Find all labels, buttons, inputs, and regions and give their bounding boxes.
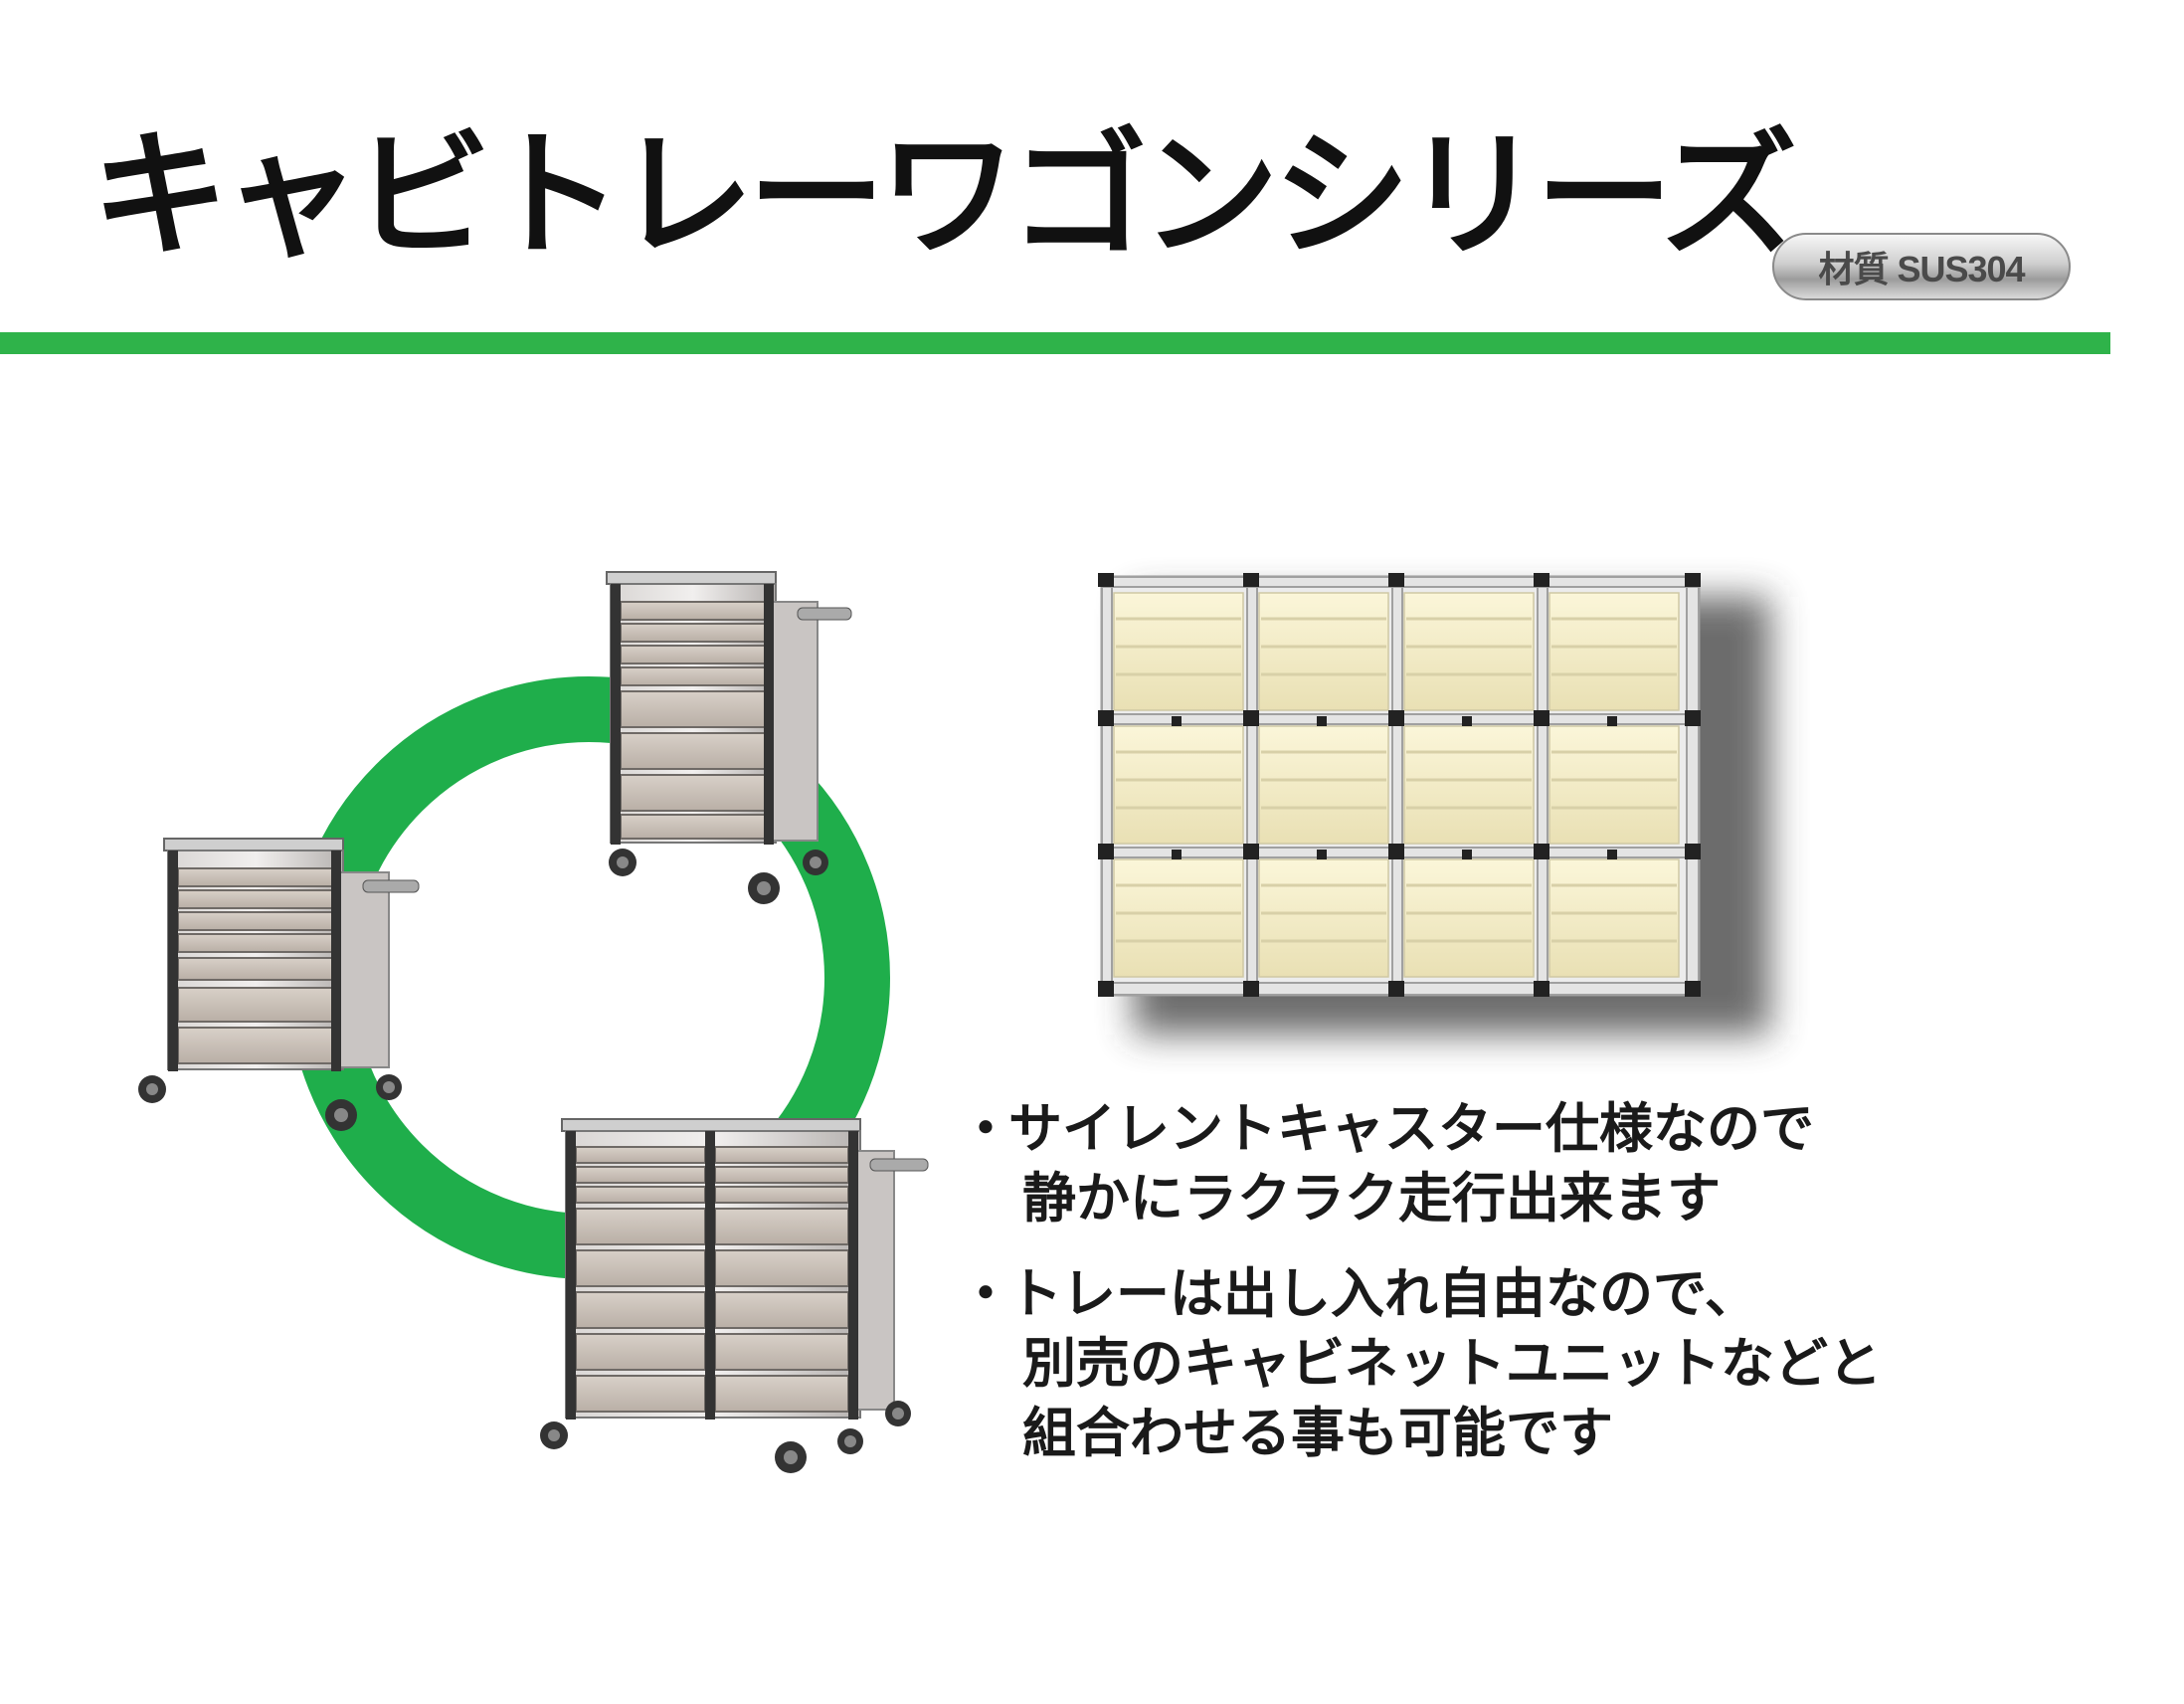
cart-small-image bbox=[138, 838, 420, 1131]
feature-line: 別売のキャビネットユニットなどと bbox=[1022, 1332, 1882, 1395]
feature-list: ・ サイレントキャスター仕様なので 静かにラクラク走行出来ます ・ トレーは出し… bbox=[959, 1094, 1882, 1494]
page-title: キャビトレーワゴンシリーズ bbox=[91, 115, 1797, 276]
feature-item: ・ サイレントキャスター仕様なので 静かにラクラク走行出来ます bbox=[959, 1094, 1882, 1233]
feature-line: トレーは出し入れ自由なので、 bbox=[1008, 1262, 1758, 1325]
cart-medium-image bbox=[606, 571, 852, 904]
feature-line: 静かにラクラク走行出来ます bbox=[1022, 1167, 1721, 1230]
bullet-marker: ・ bbox=[959, 1097, 1012, 1160]
material-badge: 材質 SUS304 bbox=[1772, 233, 2071, 300]
cart-large-image bbox=[540, 1118, 929, 1473]
cabinet-unit-image bbox=[1098, 573, 1770, 1035]
feature-item: ・ トレーは出し入れ自由なので、 別売のキャビネットユニットなどと 組合わせる事… bbox=[959, 1259, 1882, 1468]
green-divider bbox=[0, 332, 2110, 354]
bullet-marker: ・ bbox=[959, 1262, 1012, 1325]
feature-line: サイレントキャスター仕様なので bbox=[1008, 1097, 1814, 1160]
feature-line: 組合わせる事も可能です bbox=[1022, 1402, 1613, 1464]
